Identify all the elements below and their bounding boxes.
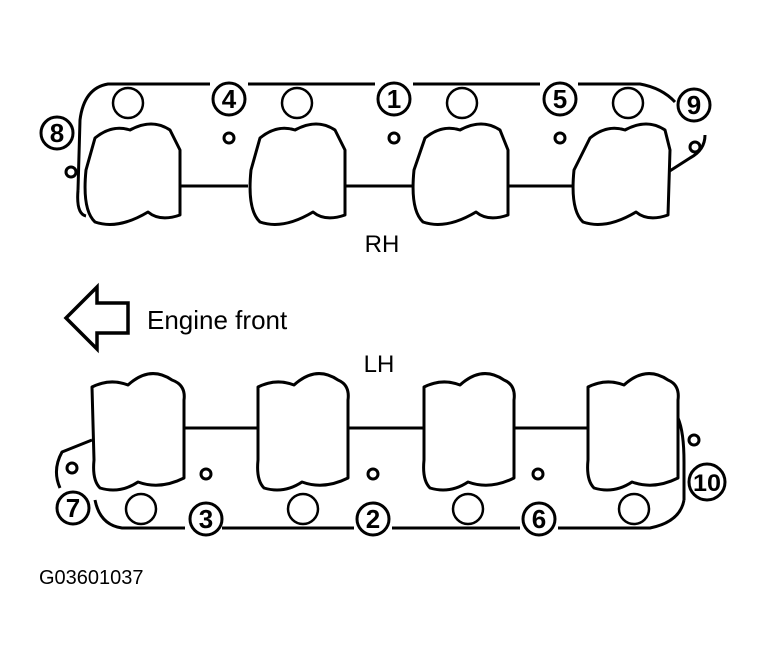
rh-ports [83, 122, 672, 226]
arrow-left-outline-icon [63, 282, 130, 354]
rh-port-4 [571, 122, 672, 226]
svg-text:3: 3 [199, 504, 213, 534]
svg-text:10: 10 [693, 470, 721, 497]
figure-id: G03601037 [39, 567, 144, 589]
lh-dowel-holes [124, 492, 651, 526]
rh-bolt-badges: 8 4 1 5 9 [39, 81, 712, 151]
rh-bolt-holes [64, 131, 702, 179]
bolt-badge-7: 7 [55, 490, 91, 526]
lh-gasket [55, 417, 686, 530]
rh-port-2 [248, 122, 347, 226]
lh-gasket-outline [55, 417, 686, 530]
rh-label: RH [365, 231, 400, 258]
engine-front-label: Engine front [147, 305, 288, 335]
svg-text:1: 1 [387, 84, 401, 114]
rh-gasket [76, 82, 707, 218]
lh-bolt-holes [65, 433, 701, 481]
rh-port-1 [83, 122, 182, 226]
svg-text:5: 5 [553, 84, 567, 114]
rh-port-3 [411, 122, 510, 226]
lh-port-1 [90, 372, 186, 492]
lh-bolt-badges: 7 3 2 6 10 [55, 462, 727, 537]
svg-text:4: 4 [222, 84, 237, 114]
bolt-badge-4: 4 [211, 81, 247, 117]
lh-label: LH [364, 351, 395, 378]
bolt-badge-8: 8 [39, 115, 75, 151]
bolt-badge-3: 3 [188, 501, 224, 537]
svg-text:9: 9 [687, 90, 701, 120]
rh-dowel-holes [111, 86, 645, 120]
bolt-badge-6: 6 [521, 501, 557, 537]
svg-text:7: 7 [66, 493, 80, 523]
lh-ports [90, 372, 680, 492]
bolt-badge-2: 2 [355, 501, 391, 537]
bolt-badge-9: 9 [676, 87, 712, 123]
rh-gasket-outline [76, 82, 707, 218]
lh-port-4 [586, 372, 680, 492]
lh-port-3 [422, 372, 516, 492]
svg-text:2: 2 [366, 504, 380, 534]
svg-text:8: 8 [50, 118, 64, 148]
svg-text:6: 6 [532, 504, 546, 534]
bolt-badge-1: 1 [376, 81, 412, 117]
bolt-badge-5: 5 [542, 81, 578, 117]
lh-port-2 [256, 372, 350, 492]
bolt-badge-10: 10 [687, 462, 727, 502]
